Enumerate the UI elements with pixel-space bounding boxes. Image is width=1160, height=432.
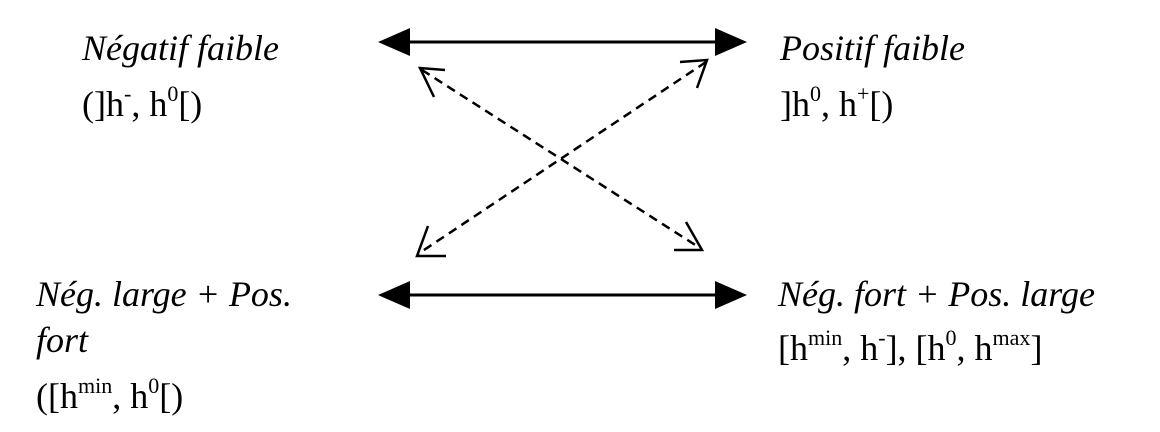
range-superscript: + <box>857 81 870 106</box>
range-superscript: 0 <box>945 325 957 350</box>
range-text: ] <box>1030 328 1043 368</box>
range-text: ([h <box>36 376 78 416</box>
node-bottom-left-title-line1: Nég. large + Pos. <box>36 274 292 314</box>
range-text: [) <box>869 84 894 124</box>
range-text: (]h <box>82 84 124 124</box>
range-text: ], [h <box>885 328 946 368</box>
range-text: [) <box>178 84 203 124</box>
node-bottom-left-title-line2: fort <box>36 320 89 360</box>
arrow-dashed-tl-br <box>417 66 705 252</box>
range-superscript: min <box>808 325 843 350</box>
node-bottom-left-range: ([hmin, h0[) <box>36 375 184 416</box>
range-text: ]h <box>780 84 810 124</box>
range-superscript: - <box>123 81 132 106</box>
range-text: , h <box>131 84 168 124</box>
arrow-top-solid <box>378 28 747 56</box>
range-text: [h <box>778 328 808 368</box>
range-text: , h <box>842 328 879 368</box>
node-top-right-range: ]h0, h+[) <box>780 83 894 124</box>
range-text: , h <box>956 328 993 368</box>
range-superscript: max <box>992 325 1031 350</box>
arrow-bottom-solid <box>378 281 747 309</box>
range-text: , h <box>821 84 857 124</box>
node-top-right-title: Positif faible <box>780 28 965 68</box>
arrow-dashed-tr-bl <box>415 58 709 258</box>
node-bottom-right-title: Nég. fort + Pos. large <box>778 274 1095 314</box>
range-superscript: 0 <box>167 81 179 106</box>
range-superscript: 0 <box>810 81 821 106</box>
node-top-left-title: Négatif faible <box>82 28 279 68</box>
node-top-left-range: (]h-, h0[) <box>82 83 203 124</box>
range-text: , h <box>112 376 149 416</box>
range-text: [) <box>159 376 184 416</box>
node-bottom-right-range: [hmin, h-], [h0, hmax] <box>778 327 1043 368</box>
range-superscript: 0 <box>148 373 160 398</box>
range-superscript: - <box>878 325 886 350</box>
range-superscript: min <box>77 373 113 398</box>
